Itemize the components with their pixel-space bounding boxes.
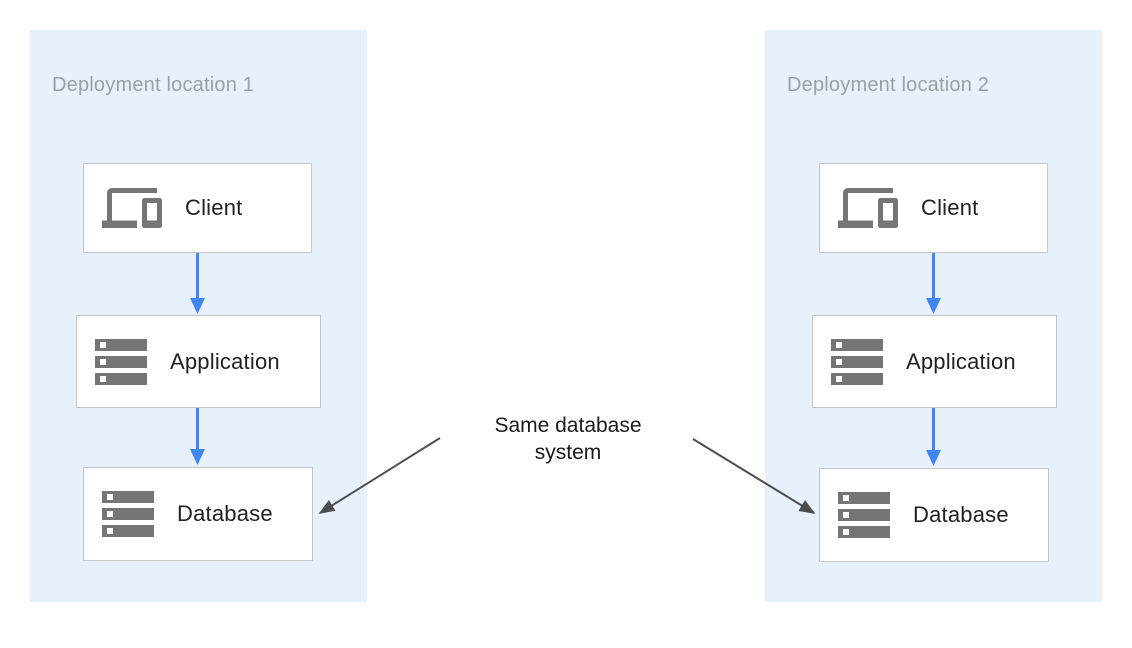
storage-icon: [102, 491, 154, 537]
panel-title: Deployment location 2: [787, 74, 990, 96]
storage-icon: [95, 338, 147, 385]
node-label: Application: [906, 348, 1016, 374]
storage-icon: [831, 338, 883, 385]
devices-icon: [838, 178, 898, 238]
application-node-1: Application: [76, 315, 321, 408]
application-node-2: Application: [812, 315, 1057, 408]
client-node-2: Client: [819, 163, 1048, 253]
node-label: Database: [913, 502, 1009, 527]
node-label: Client: [185, 195, 243, 220]
database-node-1: Database: [83, 467, 313, 561]
annotation-label: Same database system: [494, 414, 642, 464]
storage-icon: [838, 492, 890, 538]
node-label: Client: [921, 195, 979, 220]
panel-title: Deployment location 1: [52, 74, 255, 96]
client-node-1: Client: [83, 163, 312, 253]
devices-icon: [102, 178, 162, 238]
node-label: Database: [177, 501, 273, 526]
database-node-2: Database: [819, 468, 1049, 562]
node-label: Application: [170, 348, 280, 374]
